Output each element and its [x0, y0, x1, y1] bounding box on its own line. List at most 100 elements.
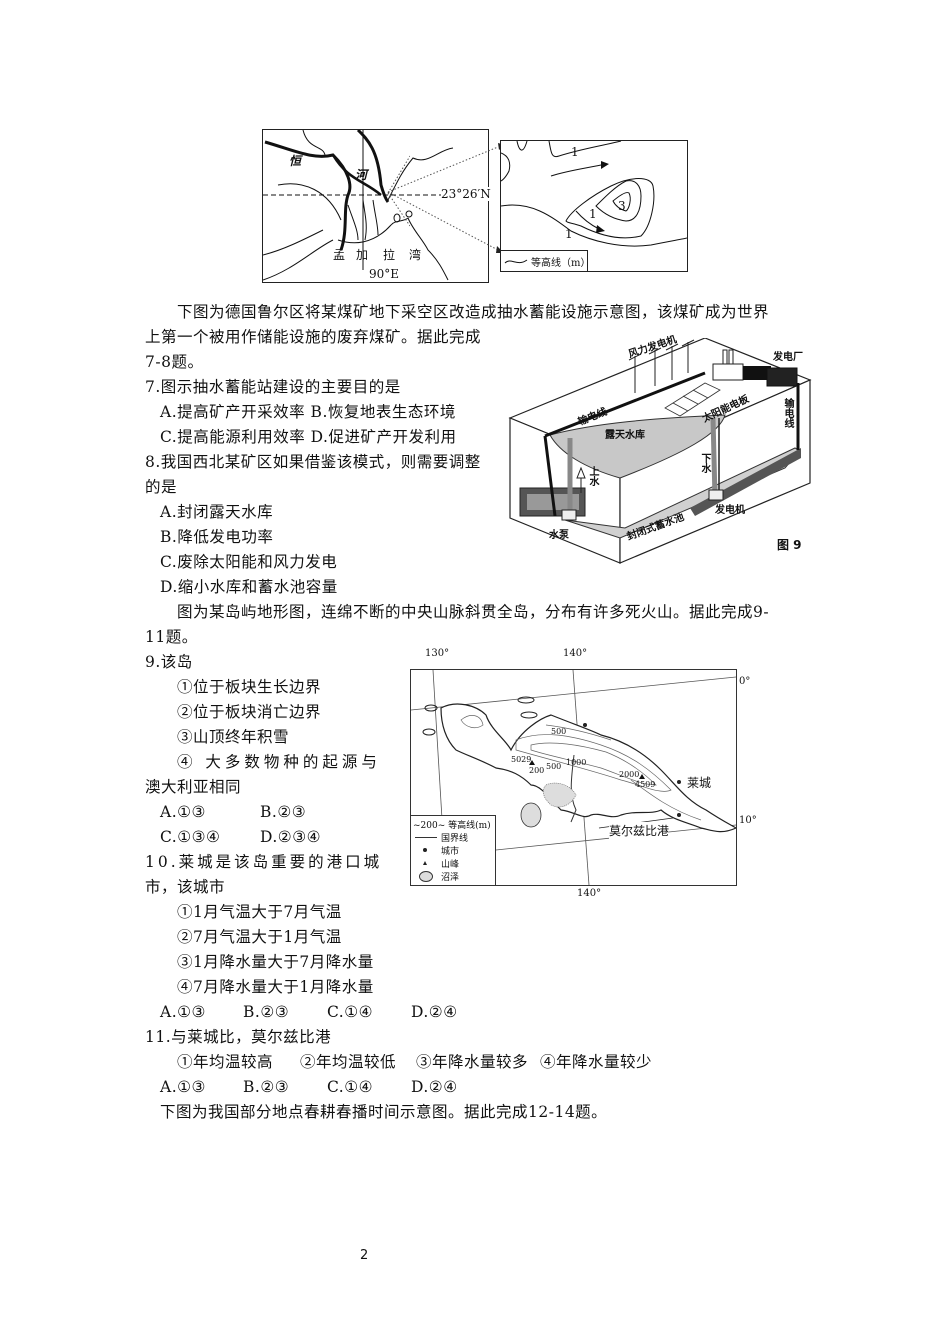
- q7-options-row1: A.提高矿产开采效率 B.恢复地表生态环境: [160, 403, 456, 421]
- q10-stem-line2: 市，该城市: [145, 878, 226, 896]
- contour-label-200: 200: [529, 766, 545, 775]
- legend-swamp: 沼泽: [441, 873, 460, 883]
- contour-legend-text: 等高线（m）: [531, 258, 591, 269]
- q8-option-c: C.废除太阳能和风力发电: [160, 553, 338, 571]
- island-topographic-map: 130° 140° 0° 10° 140°: [405, 648, 775, 906]
- q9-item-4-cont: 澳大利亚相同: [145, 778, 242, 796]
- intro-9-11-line1: 图为某岛屿地形图，连绵不断的中央山脉斜贯全岛，分布有许多死火山。据此完成9-: [177, 603, 770, 621]
- q9-item-3: ③山顶终年积雪: [177, 728, 290, 746]
- q9-item-2: ②位于板块消亡边界: [177, 703, 322, 721]
- legend-border: 国界线: [441, 834, 469, 844]
- ganges-delta-map: 恒 河 23°26′N 孟 加 拉 湾 90°E: [262, 129, 491, 283]
- intro-7-8-line1: 下图为德国鲁尔区将某煤矿地下采空区改造成抽水蓄能设施示意图，该煤矿成为世界: [177, 303, 770, 321]
- label-power-plant: 发电厂: [773, 352, 803, 363]
- city-label-lae: 莱城: [687, 776, 712, 790]
- q10-item-3: ③1月降水量大于7月降水量: [177, 953, 374, 971]
- lon-label-140-bottom: 140°: [577, 888, 602, 899]
- intro-9-11-line2: 11题。: [145, 628, 198, 646]
- q10-stem-line1: 10.莱城是该岛重要的港口城: [145, 853, 383, 871]
- q9-stem: 9.该岛: [145, 653, 193, 671]
- lat-label-10: 10°: [739, 815, 757, 826]
- legend-border-line: [415, 837, 437, 838]
- figure9-caption: 图 9: [777, 538, 802, 552]
- zoom-connector-arrows: [387, 143, 505, 253]
- q10-option-a: A.①③: [160, 1003, 206, 1021]
- q8-option-d: D.缩小水库和蓄水池容量: [160, 578, 338, 596]
- q9-option-b: B.②③: [260, 803, 307, 821]
- intro-12-14: 下图为我国部分地点春耕春播时间示意图。据此完成12-14题。: [160, 1103, 608, 1121]
- q9-item-1: ①位于板块生长边界: [177, 678, 322, 696]
- contour-label-3: 3: [618, 199, 626, 213]
- island-map-legend: ~200~ 等高线(m) 国界线 城市 山峰 沼泽: [411, 815, 496, 885]
- river-label-heng: 恒: [289, 154, 302, 168]
- q11-item-1: ①年均温较高: [177, 1053, 274, 1071]
- q8-stem-line1: 8.我国西北某矿区如果借鉴该模式，则需要调整: [145, 453, 481, 471]
- contour-legend-symbol: [504, 259, 528, 264]
- q11-option-a: A.①③: [160, 1078, 206, 1096]
- river-lines: [263, 130, 488, 281]
- city-label-port-moresby: 莫尔兹比港: [609, 822, 670, 839]
- longitude-label: 90°E: [369, 267, 400, 281]
- river-label-he: 河: [355, 168, 368, 182]
- bay-char-3: 拉: [383, 248, 396, 262]
- q8-option-a: A.封闭露天水库: [160, 503, 274, 521]
- label-pump: 水泵: [549, 530, 569, 541]
- label-transmission-line-right: 输电线: [782, 398, 793, 428]
- city-dot-icon: [423, 848, 427, 852]
- peak-triangle-icon: [423, 861, 427, 865]
- contour-detail-map: 1 1 1 3 等高线（m）: [500, 140, 688, 272]
- contour-lines: [501, 141, 687, 247]
- bay-char-1: 孟: [333, 248, 346, 262]
- intro-7-8-line2: 上第一个被用作储能设施的废弃煤矿。据此完成: [145, 328, 482, 346]
- contour-label-1000: 1000: [566, 758, 587, 767]
- q11-item-3: ③年降水量较多: [416, 1053, 529, 1071]
- q10-item-4: ④7月降水量大于1月降水量: [177, 978, 374, 996]
- legend-city: 城市: [441, 847, 460, 857]
- q10-item-1: ①1月气温大于7月气温: [177, 903, 342, 921]
- q10-option-b: B.②③: [243, 1003, 290, 1021]
- q11-item-2: ②年均温较低: [300, 1053, 397, 1071]
- intro-7-8-line3: 7-8题。: [145, 353, 204, 371]
- legend-contour: ~200~ 等高线(m): [413, 821, 491, 831]
- contour-label-1b: 1: [589, 207, 597, 221]
- peak-label-5029: 5029: [511, 755, 532, 764]
- bay-char-2: 加: [356, 248, 369, 262]
- pumped-storage-drawing: [508, 338, 812, 564]
- lon-label-140-top: 140°: [563, 648, 588, 659]
- label-water-down: 下水: [699, 453, 710, 473]
- bay-char-4: 湾: [409, 248, 422, 262]
- label-generator: 发电机: [715, 505, 745, 516]
- q7-stem: 7.图示抽水蓄能站建设的主要目的是: [145, 378, 401, 396]
- island-map-frame: 500 5029 200 500 1000 2000 4509 莱城 莫尔兹比港…: [410, 669, 737, 886]
- legend-peak: 山峰: [441, 860, 460, 870]
- peak-label-4509: 4509: [635, 780, 656, 789]
- q11-stem: 11.与莱城比，莫尔兹比港: [145, 1028, 332, 1046]
- lat-label-0: 0°: [739, 676, 751, 687]
- q10-option-d: D.②④: [411, 1003, 458, 1021]
- contour-label-1c: 1: [565, 227, 573, 241]
- contour-legend: 等高线（m）: [500, 250, 591, 272]
- lon-label-130: 130°: [425, 648, 450, 659]
- q10-option-c: C.①④: [327, 1003, 374, 1021]
- swamp-icon: [419, 871, 433, 882]
- q7-options-row2: C.提高能源利用效率 D.促进矿产开发利用: [160, 428, 457, 446]
- q8-option-b: B.降低发电功率: [160, 528, 274, 546]
- page-number: 2: [360, 1248, 369, 1263]
- q11-item-4: ④年降水量较少: [540, 1053, 653, 1071]
- pumped-storage-diagram: 风力发电机 发电厂 太阳能电板 输电线 输电线 露天水库 上水 下水 封闭式蓄水…: [505, 334, 815, 568]
- q9-option-a: A.①③: [160, 803, 206, 821]
- contour-label-500b: 500: [546, 762, 562, 771]
- q9-option-d: D.②③④: [260, 828, 321, 846]
- label-water-up: 上水: [587, 466, 598, 486]
- q8-stem-line2: 的是: [145, 478, 178, 496]
- q9-option-c: C.①③④: [160, 828, 221, 846]
- contour-label-2000: 2000: [619, 770, 640, 779]
- q11-option-b: B.②③: [243, 1078, 290, 1096]
- q9-item-4: ④ 大多数物种的起源与: [177, 753, 381, 771]
- q10-item-2: ②7月气温大于1月气温: [177, 928, 342, 946]
- contour-label-500a: 500: [551, 727, 567, 736]
- latitude-label: 23°26′N: [441, 187, 491, 201]
- contour-label-1a: 1: [571, 145, 579, 159]
- zoom-connector-lines: [387, 155, 410, 227]
- label-open-reservoir: 露天水库: [605, 430, 645, 441]
